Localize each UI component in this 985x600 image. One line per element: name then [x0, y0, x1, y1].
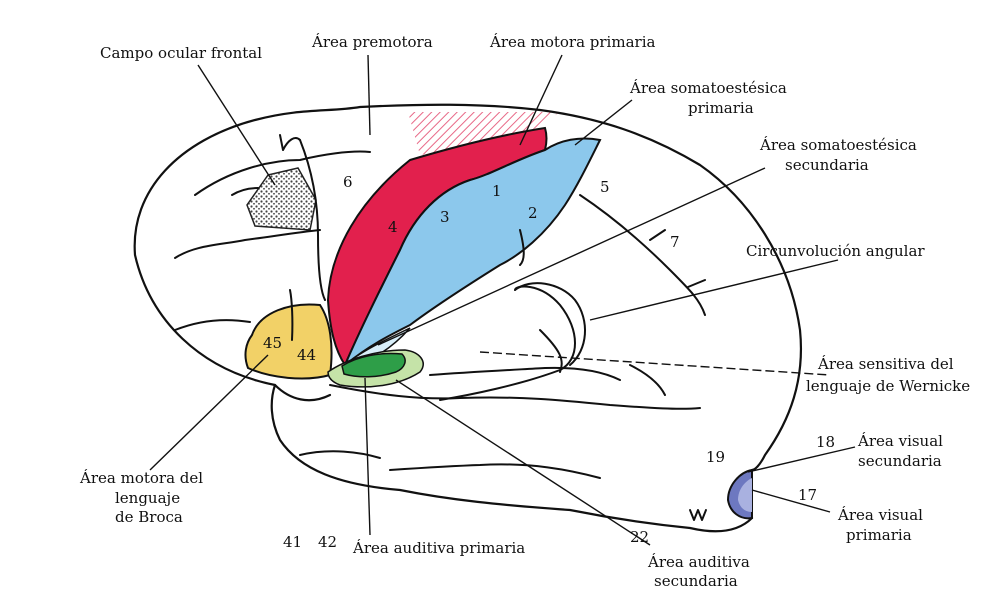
area-number-6: 6: [343, 173, 353, 191]
label-wernicke-line2: lenguaje de Wernicke: [806, 377, 970, 395]
label-visual-primaria-line1: Área visual: [837, 506, 923, 524]
area-number-41: 41: [283, 533, 302, 551]
temporal-branch: [540, 330, 665, 395]
area-number-19: 19: [706, 448, 725, 466]
area-number-7: 7: [670, 233, 680, 251]
area-number-4: 4: [388, 218, 398, 236]
area-number-3: 3: [440, 208, 450, 226]
leader-campo-ocular: [198, 65, 275, 185]
area-number-1: 1: [492, 182, 502, 200]
superior-temporal-sulcus: [440, 286, 575, 400]
area-number-45: 45: [263, 334, 282, 352]
leader-circunvolucion: [590, 260, 838, 320]
area-number-22: 22: [630, 528, 649, 546]
label-somato-secundaria-line1: Área somatoestésica: [759, 136, 917, 154]
campo-ocular-frontal-area: [247, 168, 316, 230]
label-broca-line1: Área motora del: [79, 469, 203, 487]
sylvian-fissure: [330, 385, 700, 409]
leader-premotora: [368, 55, 370, 135]
temporal-lobe-lower-edge: [275, 385, 330, 400]
label-broca-line2: lenguaje: [115, 489, 180, 507]
area-number-5: 5: [600, 178, 610, 196]
area-number-18: 18: [816, 433, 835, 451]
label-motora-primaria: Área motora primaria: [489, 33, 655, 51]
leader-broca: [150, 355, 268, 470]
leader-wernicke: [480, 352, 830, 375]
label-visual-secundaria-line1: Área visual: [857, 432, 943, 450]
area-number-42: 42: [318, 533, 337, 551]
area-number-44: 44: [297, 346, 316, 364]
label-auditiva-secundaria-line1: Área auditiva: [647, 553, 750, 571]
label-somato-primaria-line2: primaria: [688, 99, 754, 117]
label-somato-secundaria-line2: secundaria: [785, 156, 869, 174]
leader-auditiva-primaria: [365, 378, 370, 535]
label-visual-secundaria-line2: secundaria: [858, 452, 942, 470]
area-number-17: 17: [798, 486, 817, 504]
area-number-2: 2: [528, 204, 538, 222]
temporal-sulcus-lower: [300, 451, 600, 478]
label-wernicke-line1: Área sensitiva del: [817, 355, 954, 373]
leader-visual-primaria: [752, 490, 830, 512]
label-auditiva-primaria: Área auditiva primaria: [352, 539, 525, 557]
occipital-notch: [690, 510, 706, 520]
label-campo-ocular: Campo ocular frontal: [100, 44, 262, 62]
label-broca-line3: de Broca: [115, 508, 183, 526]
frontal-branch-1: [280, 135, 300, 150]
leader-visual-secundaria: [748, 447, 855, 472]
broca-area: [245, 304, 331, 378]
label-visual-primaria-line2: primaria: [846, 526, 912, 544]
label-somato-primaria-line1: Área somatoestésica: [629, 79, 787, 97]
label-circunvolucion: Circunvolución angular: [746, 242, 925, 260]
label-auditiva-secundaria-line2: secundaria: [654, 572, 738, 590]
sylvian-fissure-upper: [430, 368, 620, 380]
leader-somato-primaria: [575, 100, 632, 145]
label-premotora: Área premotora: [311, 33, 433, 51]
frontal-sulcus-2: [175, 230, 320, 258]
